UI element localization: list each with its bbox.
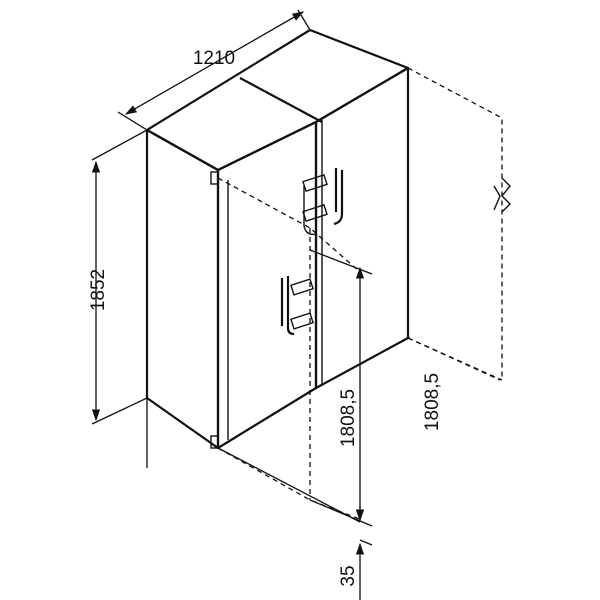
- right-door: [314, 66, 410, 390]
- door-swing-right-dashed: [407, 67, 511, 381]
- handle-right-door: [302, 168, 344, 236]
- hinge-bottom: [210, 435, 219, 449]
- extension-lines: [91, 9, 410, 546]
- width-label: 1210: [193, 48, 235, 69]
- door-swing-left-dashed: [217, 177, 363, 521]
- door-height-label-right: 1808,5: [422, 373, 443, 431]
- handle-swung: [493, 177, 511, 213]
- appliance-body: [145, 28, 410, 450]
- handle-left-door: [280, 276, 314, 336]
- door-height-label-left: 1808,5: [338, 389, 359, 447]
- height-label: 1852: [88, 269, 109, 311]
- top-divider: [239, 77, 323, 123]
- left-door: [216, 120, 318, 450]
- dim-line-width: [124, 11, 305, 115]
- base-offset-label: 35: [338, 565, 359, 586]
- side-panel: [145, 128, 220, 450]
- top-panel: [145, 28, 410, 172]
